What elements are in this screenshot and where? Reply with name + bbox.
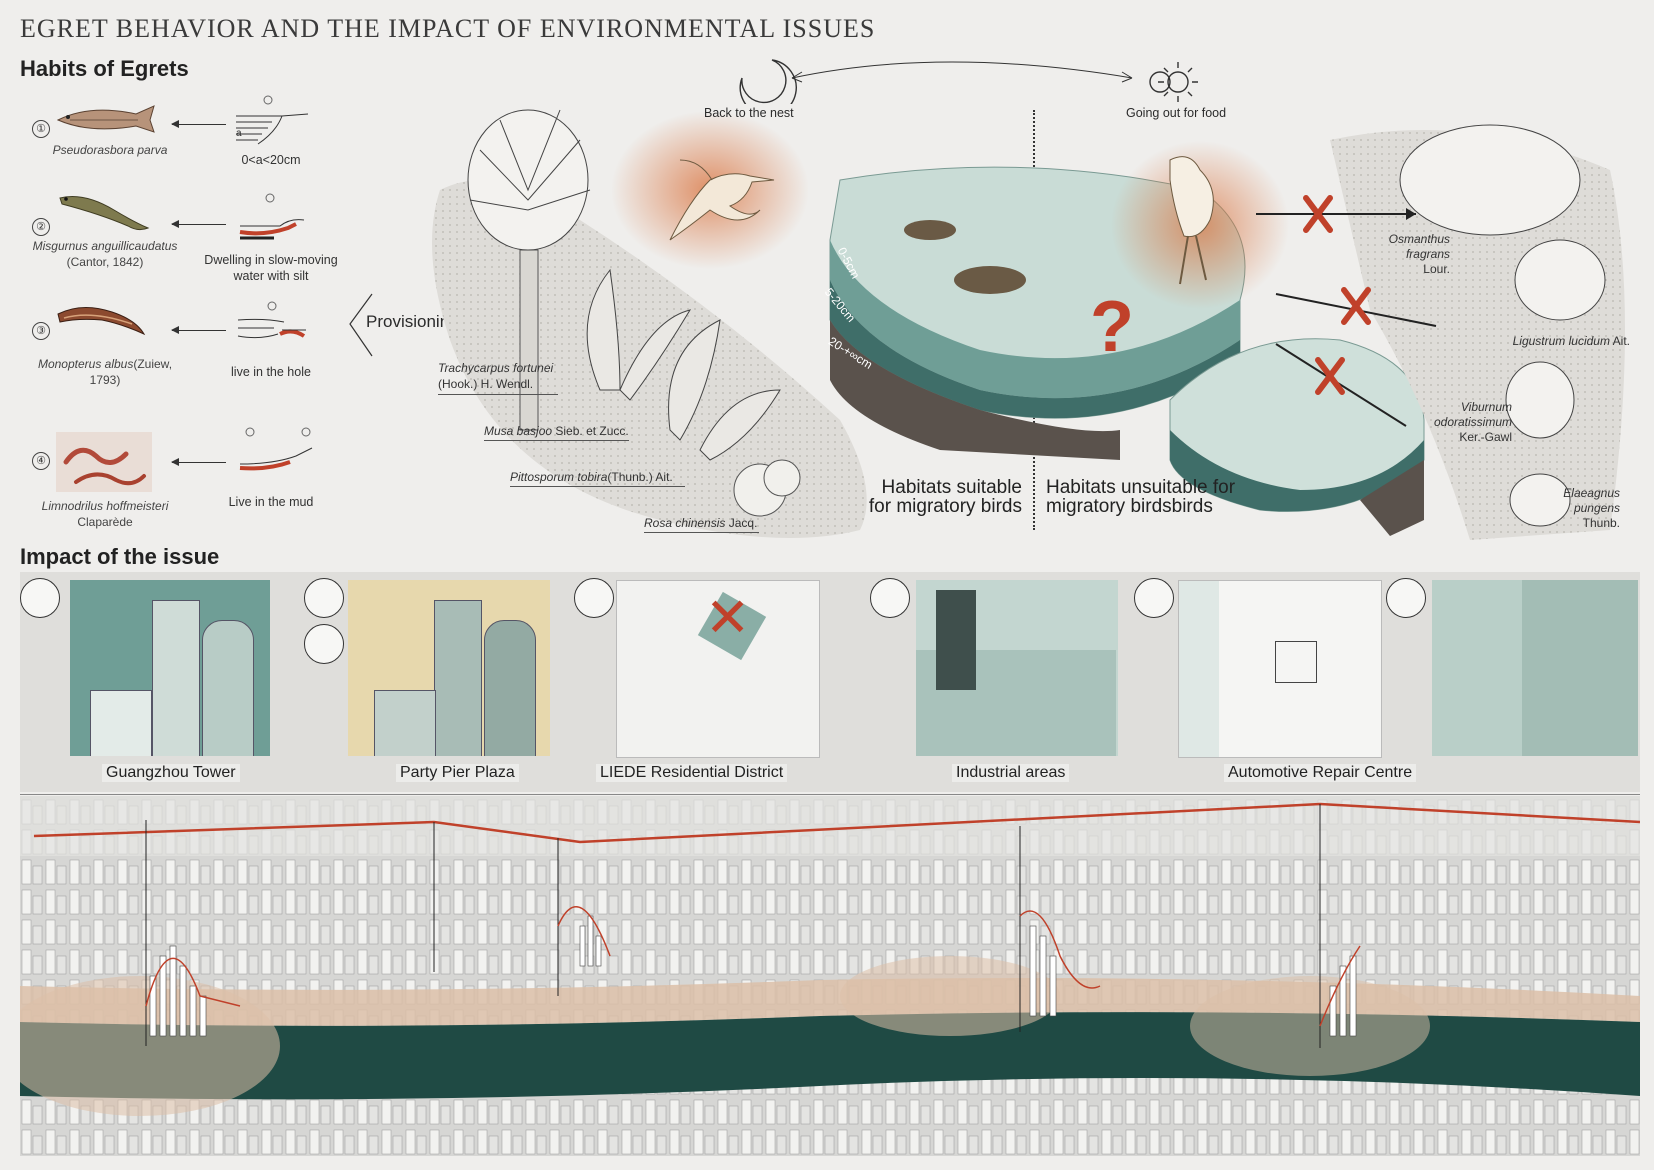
- impact-section-title: Impact of the issue: [20, 544, 220, 569]
- plant-2-label: Musa basjoo Sieb. et Zucc.: [484, 424, 629, 438]
- hole-icon: [237, 301, 306, 339]
- arrow-4: [171, 458, 226, 466]
- page-title: EGRET BEHAVIOR AND THE IMPACT OF ENVIRON…: [20, 14, 876, 43]
- provisioning-label: Provisioning: [366, 312, 459, 331]
- water-pollution-icon: [870, 578, 910, 618]
- suitable-habitat-label: Habitats suitable for migratory birds: [868, 477, 1022, 517]
- condition-4-label: Live in the mud: [228, 495, 314, 509]
- plant-1-leader: [438, 394, 558, 395]
- row-number-1: ①: [32, 120, 50, 138]
- tree-2-label: Ligustrum lucidum Ait.: [1512, 334, 1630, 348]
- panel-liede-residential: ✕: [616, 580, 820, 758]
- row-number-4: ④: [32, 452, 50, 470]
- panel-industrial-areas: [916, 580, 1118, 756]
- bird-icon: [20, 578, 60, 618]
- unsuitable-habitat-label: Habitats unsuitable for migratory birdsb…: [1046, 477, 1236, 517]
- condition-3-label: live in the hole: [231, 365, 311, 379]
- arrow-2: [171, 220, 226, 228]
- condition-1-label: 0<a<20cm: [241, 153, 301, 167]
- plant-3-label: Pittosporum tobira(Thunb.) Ait.: [510, 470, 673, 484]
- duck-icon: [954, 266, 1026, 294]
- plant-4-leader: [644, 532, 759, 533]
- mud-icon: [239, 427, 313, 471]
- panel-automotive-repair: [1178, 580, 1382, 758]
- species-3-label: Monopterus albus(Zuiew, 1793): [37, 357, 173, 387]
- row-number-3: ③: [32, 322, 50, 340]
- planting-area: [432, 109, 867, 538]
- lightbulb-icon: [304, 624, 344, 664]
- location-liede-residential: LIEDE Residential District: [596, 764, 788, 782]
- flying-egret-icon: [669, 159, 775, 241]
- fish-misgurnus-icon: [59, 196, 150, 231]
- species-1-label: Pseudorasbora parva: [52, 143, 168, 157]
- plant-2-leader: [484, 440, 629, 441]
- location-guangzhou-tower: Guangzhou Tower: [102, 764, 240, 782]
- nest-icon: [574, 578, 614, 618]
- car-icon: [1386, 578, 1426, 618]
- separator-line: [20, 794, 1640, 795]
- location-industrial-areas: Industrial areas: [952, 764, 1070, 782]
- habits-section-title: Habits of Egrets: [20, 56, 189, 81]
- cross-icon: [1303, 195, 1371, 395]
- panel-party-pier-plaza: [348, 580, 550, 756]
- day-night-cycle: [739, 59, 1171, 104]
- bird-light-icon: [304, 578, 344, 618]
- worm-limnodrilus-icon: [56, 432, 152, 492]
- slow-water-icon: [239, 193, 305, 240]
- question-mark: ?: [1090, 287, 1134, 367]
- row-number-2: ②: [32, 218, 50, 236]
- eel-monopterus-icon: [57, 307, 146, 336]
- location-automotive-repair: Automotive Repair Centre: [1224, 764, 1417, 782]
- panel-guangzhou-tower: [70, 580, 270, 756]
- standing-egret-icon: [1169, 156, 1214, 285]
- water-depth-icon: a: [236, 95, 309, 145]
- plant-3-leader: [510, 486, 685, 487]
- plant-4-label: Rosa chinensis Jacq.: [644, 516, 758, 530]
- species-2-label: Misgurnus anguillicaudatus(Cantor, 1842): [32, 239, 178, 269]
- provisioning-bracket: [349, 293, 373, 357]
- fish-pseudorasbora-icon: [56, 105, 155, 133]
- trees-area: [1330, 124, 1625, 540]
- day-label: Going out for food: [1126, 106, 1227, 120]
- condition-2-label: Dwelling in slow-moving water with silt: [204, 253, 338, 283]
- location-party-pier-plaza: Party Pier Plaza: [396, 764, 519, 782]
- panel-traffic: [1432, 580, 1638, 756]
- noise-icon: [1134, 578, 1174, 618]
- arrow-3: [171, 326, 226, 334]
- city-aerial: [20, 796, 1640, 1156]
- svg-text:a: a: [236, 128, 242, 139]
- blocked-arrows: [1256, 195, 1437, 427]
- night-label: Back to the nest: [704, 106, 794, 120]
- moon-icon: [739, 59, 797, 104]
- sun-icon: [1149, 71, 1171, 93]
- plant-1-label: Trachycarpus fortunei(Hook.) H. Wendl.: [438, 361, 554, 391]
- sun-icon: [1158, 62, 1198, 102]
- arrow-1: [171, 120, 226, 128]
- duck-icon: [904, 220, 956, 240]
- unsuitable-wetland: [1169, 338, 1425, 536]
